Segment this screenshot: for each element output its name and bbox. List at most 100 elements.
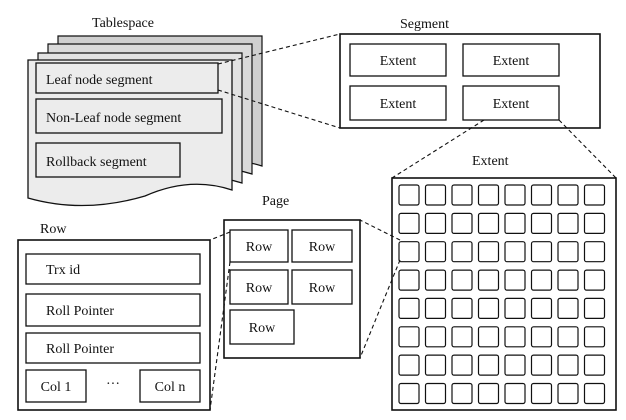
leaf-segment-label: Leaf node segment bbox=[46, 73, 153, 88]
extent-page-cell bbox=[504, 241, 526, 263]
segment-extent-cell bbox=[462, 85, 560, 121]
segment-extent-label: Extent bbox=[493, 97, 530, 112]
tablespace-group: Tablespace Leaf node segment Non-Leaf no… bbox=[27, 16, 263, 207]
segment-extent-label: Extent bbox=[380, 54, 417, 69]
extent-box bbox=[391, 177, 617, 411]
extent-page-cell bbox=[451, 212, 473, 234]
extent-page-cell bbox=[557, 184, 579, 206]
connector-page-to-row-top bbox=[209, 231, 231, 241]
row-field-label: Trx id bbox=[46, 263, 80, 278]
extent-page-cell bbox=[557, 326, 579, 348]
page-row-label: Row bbox=[249, 321, 276, 336]
extent-page-cell bbox=[557, 241, 579, 263]
extent-page-cell bbox=[530, 326, 553, 348]
connector-extent-to-page-top bbox=[359, 219, 401, 241]
row-col-first-cell bbox=[25, 369, 87, 403]
extent-page-cell bbox=[504, 184, 526, 206]
page-row-cell bbox=[291, 269, 353, 305]
page-row-cell bbox=[229, 229, 289, 263]
connector-extent-to-page-bottom bbox=[359, 259, 401, 359]
segment-extent-label: Extent bbox=[380, 97, 417, 112]
extent-page-cell bbox=[504, 269, 526, 291]
page-row-cell bbox=[229, 309, 295, 345]
extent-page-cell bbox=[398, 212, 420, 234]
extent-page-cell bbox=[583, 184, 606, 206]
extent-group: Extent bbox=[391, 154, 617, 411]
extent-page-cell bbox=[530, 212, 553, 234]
extent-page-cell bbox=[477, 382, 500, 405]
extent-page-cell bbox=[557, 212, 579, 234]
row-col-ellipsis: ··· bbox=[106, 377, 120, 392]
extent-page-cell bbox=[398, 241, 420, 263]
page-row-label: Row bbox=[246, 240, 273, 255]
extent-page-cell bbox=[530, 184, 553, 206]
extent-page-cell bbox=[424, 354, 447, 376]
extent-page-cell bbox=[477, 326, 500, 348]
row-field-cell bbox=[25, 332, 201, 364]
zoom-connectors bbox=[209, 33, 617, 411]
segment-group: Segment Extent Extent Extent Extent bbox=[339, 17, 601, 129]
leaf-segment-bar bbox=[35, 62, 219, 94]
extent-page-cell bbox=[530, 354, 553, 376]
page-row-cell bbox=[291, 229, 353, 263]
tablespace-title: Tablespace bbox=[92, 16, 154, 31]
extent-page-cell bbox=[451, 241, 473, 263]
segment-extent-cell bbox=[349, 85, 447, 121]
page-row-label: Row bbox=[246, 281, 273, 296]
extent-page-cell bbox=[398, 297, 420, 319]
extent-page-cell bbox=[477, 184, 500, 206]
row-field-cell bbox=[25, 253, 201, 285]
row-field-label: Roll Pointer bbox=[46, 342, 114, 357]
extent-page-grid bbox=[398, 184, 606, 405]
row-field-cell bbox=[25, 293, 201, 327]
extent-page-cell bbox=[583, 297, 606, 319]
extent-page-cell bbox=[557, 382, 579, 405]
row-field-label: Roll Pointer bbox=[46, 304, 114, 319]
row-col-last-label: Col n bbox=[155, 380, 186, 395]
extent-title: Extent bbox=[472, 154, 509, 169]
extent-page-cell bbox=[583, 241, 606, 263]
extent-page-cell bbox=[557, 269, 579, 291]
extent-page-cell bbox=[398, 382, 420, 405]
extent-page-cell bbox=[477, 297, 500, 319]
extent-page-cell bbox=[451, 184, 473, 206]
extent-page-cell bbox=[451, 382, 473, 405]
extent-page-cell bbox=[451, 297, 473, 319]
row-title: Row bbox=[40, 222, 67, 237]
extent-page-cell bbox=[424, 297, 447, 319]
extent-page-cell bbox=[398, 326, 420, 348]
extent-page-cell bbox=[451, 326, 473, 348]
non-leaf-segment-label: Non-Leaf node segment bbox=[46, 111, 181, 126]
page-row-label: Row bbox=[309, 240, 336, 255]
extent-page-cell bbox=[530, 269, 553, 291]
extent-page-cell bbox=[583, 212, 606, 234]
extent-page-cell bbox=[424, 241, 447, 263]
connector-tablespace-to-segment-bottom bbox=[217, 89, 341, 129]
extent-page-cell bbox=[583, 326, 606, 348]
extent-page-cell bbox=[477, 212, 500, 234]
extent-page-cell bbox=[424, 326, 447, 348]
rollback-segment-label: Rollback segment bbox=[46, 155, 147, 170]
extent-page-cell bbox=[424, 184, 447, 206]
extent-page-cell bbox=[424, 382, 447, 405]
extent-page-cell bbox=[477, 269, 500, 291]
extent-page-cell bbox=[530, 297, 553, 319]
extent-page-cell bbox=[504, 326, 526, 348]
extent-page-cell bbox=[424, 212, 447, 234]
extent-page-cell bbox=[557, 297, 579, 319]
extent-page-cell bbox=[451, 354, 473, 376]
page-group: Page Row Row Row Row Row bbox=[223, 194, 361, 359]
connector-page-to-row-bottom bbox=[209, 261, 231, 411]
extent-page-cell bbox=[398, 269, 420, 291]
extent-page-cell bbox=[504, 297, 526, 319]
page-row-cell bbox=[229, 269, 289, 305]
page-title: Page bbox=[262, 194, 289, 209]
non-leaf-segment-bar bbox=[35, 98, 223, 134]
segment-extent-label: Extent bbox=[493, 54, 530, 69]
row-col-first-label: Col 1 bbox=[41, 380, 72, 395]
extent-page-cell bbox=[504, 382, 526, 405]
segment-extent-cell bbox=[349, 43, 447, 77]
extent-page-cell bbox=[451, 269, 473, 291]
